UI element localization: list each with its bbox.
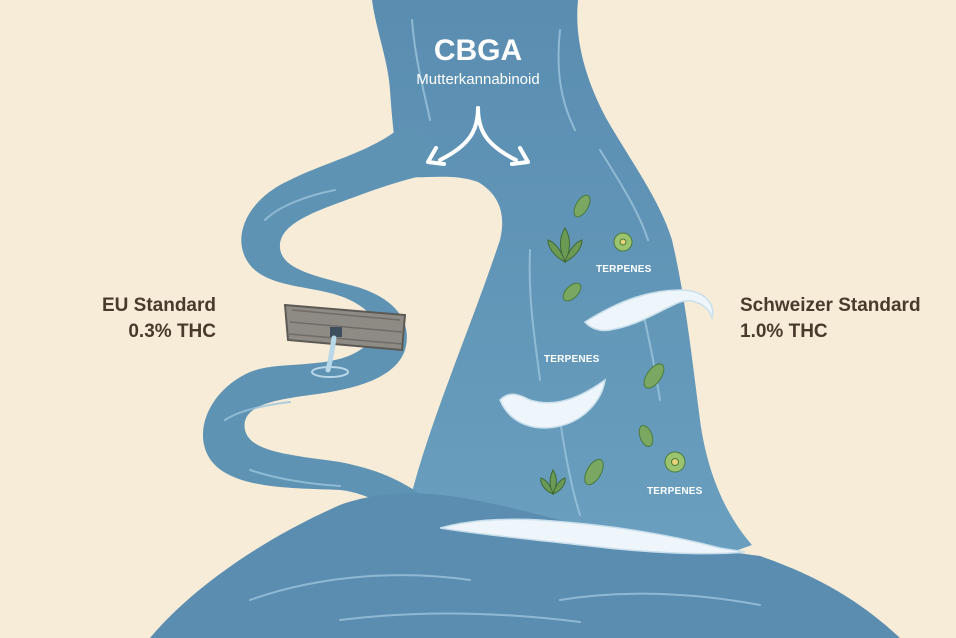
flower-icon [613, 232, 686, 473]
terpenes-label-bottom: TERPENES [647, 486, 703, 497]
leaf-icon [562, 194, 665, 486]
right-branch-label: Schweizer Standard 1.0% THC [740, 293, 921, 345]
river-pool [150, 493, 900, 638]
wave-icon [439, 289, 746, 555]
terpenes-label-top: TERPENES [596, 264, 652, 275]
left-branch-thc: 0.3% THC [128, 321, 216, 342]
dam-icon [283, 303, 407, 378]
cannabis-leaf-icon [540, 227, 583, 496]
right-branch-standard: Schweizer Standard [740, 295, 921, 316]
source-title: CBGA [433, 34, 523, 67]
terpenes-label-middle: TERPENES [544, 354, 600, 365]
split-arrow-icon [426, 106, 530, 166]
source-subtitle: Mutterkannabinoid [416, 71, 540, 88]
left-branch-standard: EU Standard [101, 295, 216, 316]
left-branch-label: EU Standard 0.3% THC [98, 293, 216, 345]
water-streaks [224, 19, 761, 623]
right-branch-thc: 1.0% THC [740, 321, 828, 342]
